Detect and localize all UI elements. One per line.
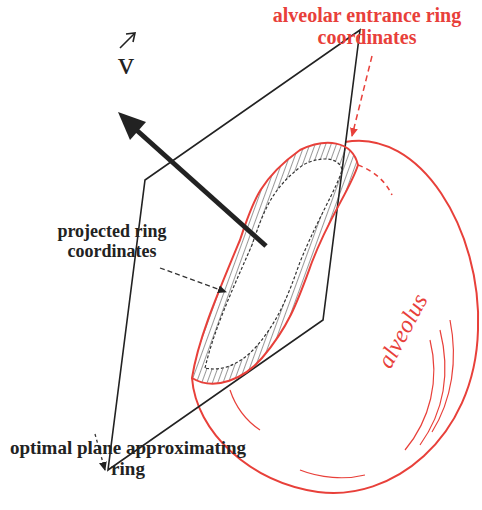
leader-line [352, 56, 372, 136]
normal-vector-head [118, 112, 146, 140]
projected-ring [205, 159, 342, 369]
vector-accent-head [126, 33, 135, 42]
organ-label: alveolus [372, 289, 433, 372]
callout-label: alveolar entrance ring coordinates [262, 4, 472, 48]
vector-symbol: v [118, 46, 148, 81]
callout-label: optimal plane approximating ring [8, 438, 248, 480]
ring-dashed-extension [358, 165, 392, 195]
projected-ring-band [192, 143, 358, 384]
entrance-ring [192, 143, 358, 384]
leader-line [160, 268, 226, 292]
callout-label: projected ring coordinates [22, 222, 202, 262]
